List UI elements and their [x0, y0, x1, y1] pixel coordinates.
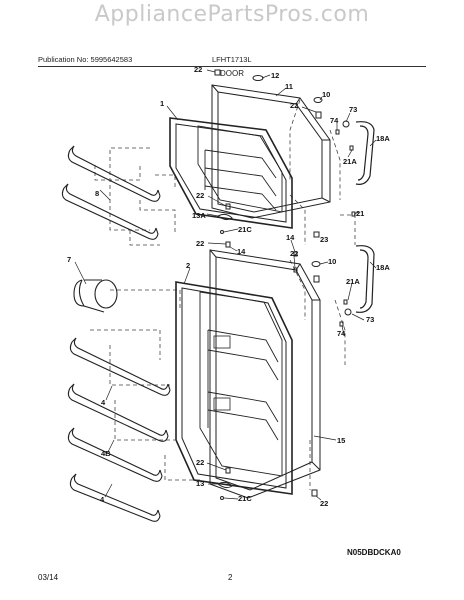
- footer-date: 03/14: [38, 573, 59, 582]
- fresh-food-door-handle: [355, 245, 375, 313]
- callout-18A: 18A: [376, 134, 390, 143]
- callout-11: 11: [285, 82, 293, 91]
- callout-13: 13: [196, 479, 204, 488]
- callout-74: 74: [330, 116, 339, 125]
- callout-22: 22: [196, 458, 204, 467]
- callout-7: 7: [67, 255, 71, 264]
- callout-14: 14: [237, 247, 246, 256]
- footer-page-number: 2: [228, 573, 233, 582]
- callout-21: 21: [356, 209, 364, 218]
- fresh-food-door-bin-3: [67, 427, 163, 482]
- callout-22: 22: [194, 65, 202, 74]
- callout-22: 22: [290, 249, 298, 258]
- callout-23: 23: [320, 235, 328, 244]
- hinge-hardware: [214, 69, 356, 500]
- dairy-compartment: [73, 279, 118, 313]
- section-title: DOOR: [220, 69, 244, 78]
- callout-14: 14: [286, 233, 295, 242]
- freezer-door-liner: [197, 125, 283, 213]
- callout-10: 10: [328, 257, 336, 266]
- header-rule: [38, 66, 426, 67]
- callout-21C: 21C: [238, 494, 252, 503]
- callout-18A: 18A: [376, 263, 390, 272]
- publication-number: Publication No: 5995642583: [38, 55, 133, 64]
- callout-10: 10: [322, 90, 330, 99]
- callout-4B: 4B: [101, 449, 111, 458]
- callout-8: 8: [95, 189, 99, 198]
- callout-74: 74: [337, 329, 346, 338]
- callout-15: 15: [337, 436, 345, 445]
- callout-21C: 21C: [238, 225, 252, 234]
- fresh-food-door-bin-4: [69, 473, 161, 522]
- model-number: LFHT1713L: [212, 55, 252, 64]
- callout-22: 22: [320, 499, 328, 508]
- fresh-food-door-gasket: [175, 281, 293, 495]
- diagram-code: N05DBDCKA0: [347, 548, 401, 557]
- callout-22: 22: [196, 239, 204, 248]
- callout-4: 4: [101, 398, 106, 407]
- freezer-door-gasket: [169, 117, 293, 229]
- callout-12: 12: [271, 71, 279, 80]
- callout-73: 73: [366, 315, 374, 324]
- callout-21A: 21A: [346, 277, 360, 286]
- freezer-door-outer-panel: [211, 84, 331, 219]
- callout-1: 1: [160, 99, 164, 108]
- callout-21A: 21A: [343, 157, 357, 166]
- callout-13A: 13A: [192, 211, 206, 220]
- freezer-door-bin-lower: [61, 183, 159, 240]
- callout-73: 73: [349, 105, 357, 114]
- fresh-food-door-bin-2: [67, 383, 169, 442]
- callout-22: 22: [196, 191, 204, 200]
- callout-4: 4: [100, 495, 105, 504]
- callout-leaders: [74, 69, 377, 501]
- callout-22: 22: [290, 101, 298, 110]
- freezer-door-handle: [355, 121, 375, 185]
- fresh-food-door-bin-1: [69, 337, 171, 396]
- callout-labels: 22 12 11 1 22 10 73 74 18A 21A 8 22 13A …: [67, 65, 390, 508]
- freezer-door-bin-upper: [67, 145, 161, 202]
- callout-2: 2: [186, 261, 190, 270]
- fresh-food-door-liner: [199, 291, 283, 477]
- watermark: AppliancePartsPros.com: [94, 2, 370, 27]
